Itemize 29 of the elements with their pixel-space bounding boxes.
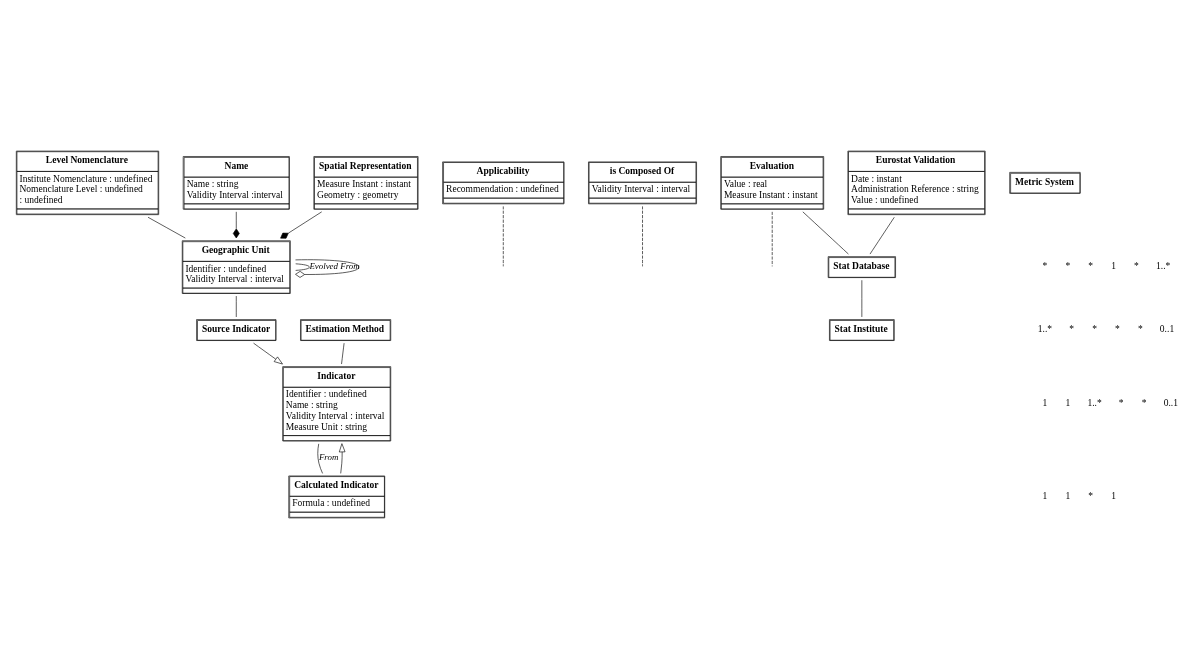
label: 1..* bbox=[1087, 397, 1102, 408]
arrow bbox=[338, 442, 346, 474]
connector bbox=[280, 211, 322, 239]
label: 0..1 bbox=[1163, 397, 1178, 408]
label: * bbox=[1134, 260, 1139, 271]
label: 1..* bbox=[1156, 260, 1171, 271]
label: 1 bbox=[1065, 397, 1071, 408]
label: 1 bbox=[1042, 397, 1048, 408]
label: * bbox=[1088, 260, 1094, 271]
label: 0..1 bbox=[1159, 323, 1175, 334]
label: * bbox=[1137, 323, 1143, 334]
label: 1 bbox=[1042, 490, 1048, 501]
label: 1 bbox=[1111, 490, 1116, 501]
edge-label: From bbox=[318, 451, 339, 462]
label: * bbox=[1088, 490, 1094, 501]
edge-label: Evolved From bbox=[309, 260, 360, 271]
label: 1..* bbox=[1037, 323, 1053, 334]
label: * bbox=[1141, 397, 1147, 408]
label: * bbox=[1065, 260, 1071, 271]
connector bbox=[232, 211, 240, 238]
label: * bbox=[1118, 397, 1124, 408]
arrow bbox=[253, 342, 283, 364]
connector bbox=[295, 258, 360, 278]
label: 1 bbox=[1111, 260, 1116, 271]
label: * bbox=[1042, 260, 1048, 271]
label: * bbox=[1092, 323, 1097, 334]
label: * bbox=[1069, 323, 1075, 334]
label: * bbox=[1115, 323, 1120, 334]
label: 1 bbox=[1065, 490, 1071, 501]
